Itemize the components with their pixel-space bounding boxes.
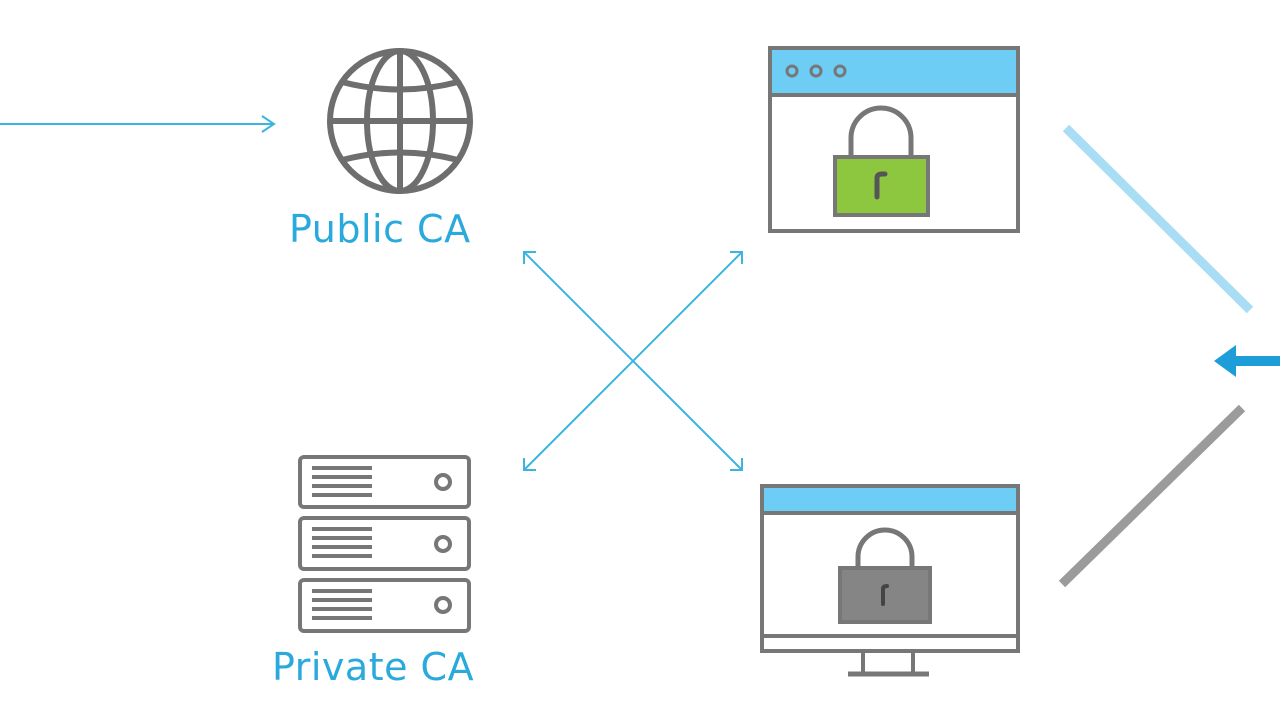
left-arrow-icon bbox=[1214, 345, 1280, 377]
browser-window-lock-icon bbox=[768, 46, 1020, 233]
public-ca-label: Public CA bbox=[289, 207, 471, 251]
gray-bar bbox=[1058, 404, 1246, 588]
server-unit bbox=[298, 455, 471, 509]
right-side-connectors bbox=[1058, 124, 1280, 588]
light-blue-bar bbox=[1062, 124, 1254, 314]
private-ca-label: Private CA bbox=[272, 645, 475, 689]
connector-private-to-secure-site bbox=[523, 251, 743, 471]
server-rack-icon bbox=[298, 455, 471, 633]
server-unit bbox=[298, 578, 471, 633]
monitor-lock-icon bbox=[760, 484, 1020, 677]
cross-connectors bbox=[523, 251, 743, 471]
server-unit bbox=[298, 516, 471, 571]
incoming-arrow bbox=[0, 115, 276, 133]
globe-icon bbox=[327, 48, 473, 194]
